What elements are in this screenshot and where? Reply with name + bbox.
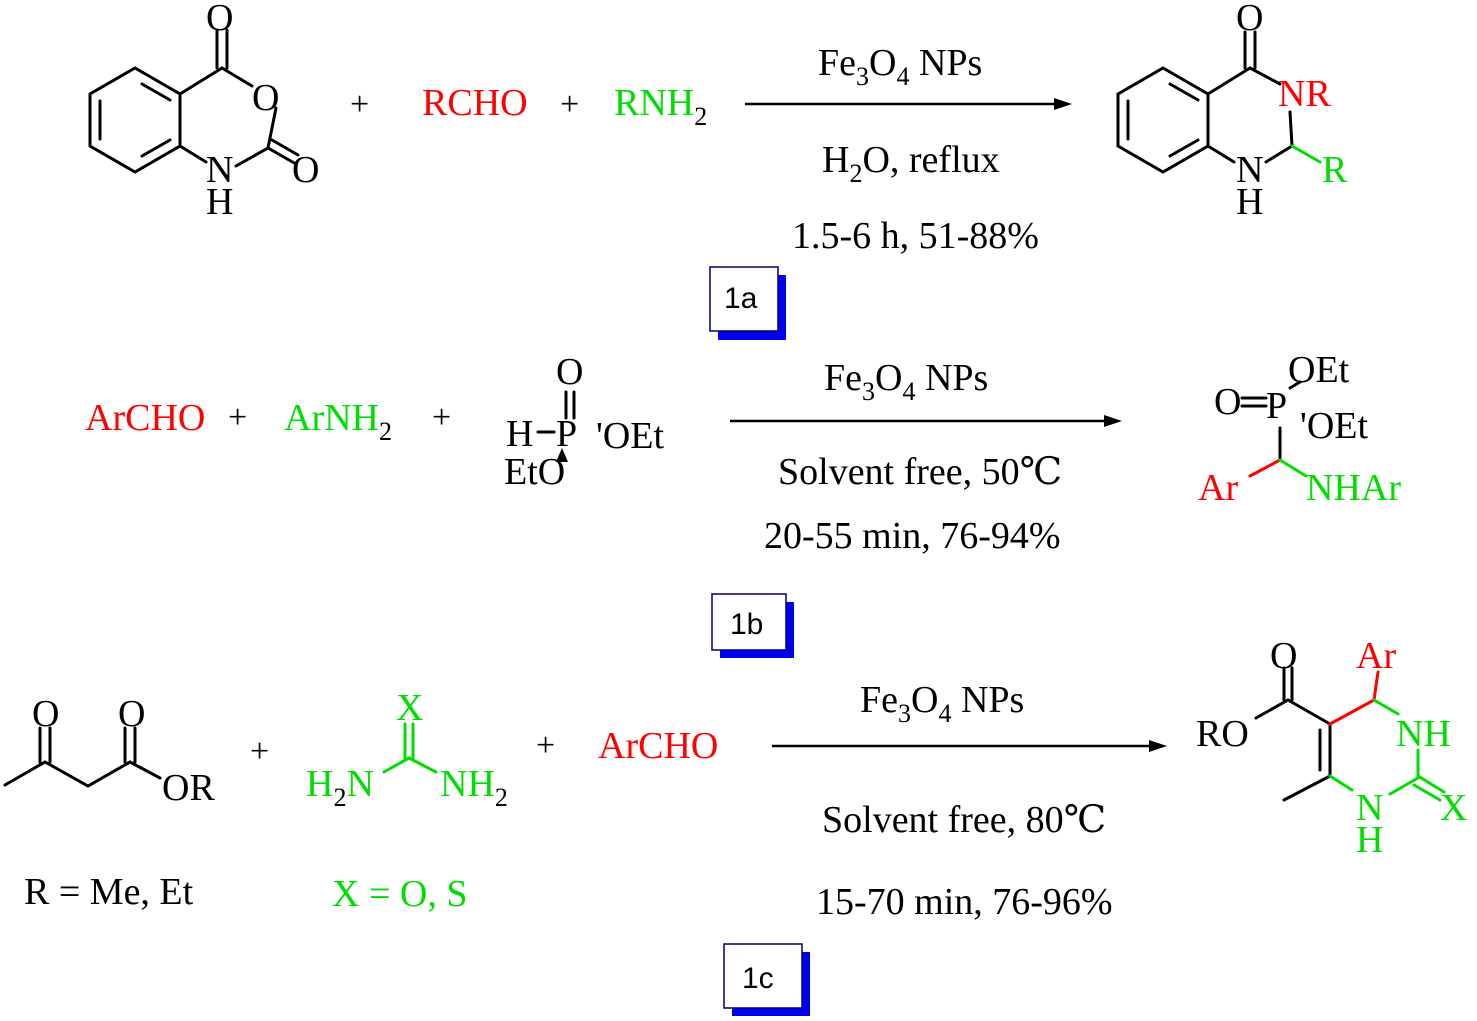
- time-yield-label: 20-55 min, 76-94%: [764, 515, 1061, 557]
- atom-o-2: O: [118, 693, 145, 735]
- label-1a-text: 1a: [724, 282, 758, 315]
- atom-o: O: [556, 351, 583, 393]
- quinazolinone-product: O NR R N H: [1116, 0, 1348, 223]
- plus-sign: +: [432, 399, 451, 436]
- atom-oet-1: OEt: [1288, 349, 1350, 391]
- atom-o-right: O: [292, 149, 319, 191]
- atom-h: H: [1356, 819, 1383, 861]
- atom-oet: 'OEt: [596, 415, 665, 457]
- atom-r: R: [1322, 149, 1348, 191]
- scheme-label-1c: 1c: [723, 943, 810, 1016]
- solvent-label: H2O, reflux: [822, 139, 1000, 188]
- time-yield-label: 1.5-6 h, 51-88%: [792, 215, 1039, 257]
- plus-sign: +: [560, 86, 579, 123]
- urea-structure: X H2N NH2: [306, 687, 508, 812]
- amine-rnh2: RNH2: [614, 82, 707, 131]
- atom-o: O: [1270, 635, 1297, 677]
- atom-o: O: [1214, 381, 1241, 423]
- atom-o-top: O: [1236, 0, 1263, 39]
- scheme-label-1a: 1a: [709, 266, 786, 340]
- beta-ketoester-structure: O O OR: [3, 693, 215, 809]
- plus-sign: +: [350, 86, 369, 123]
- plus-sign: +: [228, 399, 247, 436]
- arrow-head: [1054, 98, 1072, 110]
- label-1c-text: 1c: [742, 962, 774, 995]
- atom-x: X: [396, 687, 423, 729]
- atom-n: N: [1236, 149, 1263, 191]
- atom-eto: EtO: [504, 451, 565, 493]
- isatoic-anhydride-structure: O O O N H: [88, 0, 319, 223]
- plus-sign: +: [536, 727, 555, 764]
- atom-x: X: [1440, 787, 1467, 829]
- atom-h: H: [1236, 181, 1263, 223]
- label-1b-text: 1b: [730, 608, 763, 641]
- atom-nhar: NHAr: [1306, 467, 1401, 509]
- arrow-head: [1104, 415, 1122, 427]
- amine-arnh2: ArNH2: [284, 397, 392, 446]
- atom-nh: NH: [1396, 713, 1451, 755]
- atom-n: N: [206, 149, 233, 191]
- atom-o-ring: O: [252, 77, 279, 119]
- atom-h: H: [506, 413, 533, 455]
- atom-h2n: H2N: [306, 763, 374, 812]
- scheme-1c: O O OR R = Me, Et + X H2N NH2 X = O, S +…: [3, 635, 1467, 1016]
- atom-ar: Ar: [1356, 635, 1396, 677]
- catalyst-label: Fe3O4 NPs: [860, 679, 1024, 728]
- atom-p: P: [1266, 385, 1287, 427]
- atom-o-1: O: [32, 693, 59, 735]
- time-yield-label: 15-70 min, 76-96%: [816, 881, 1113, 923]
- atom-oet-2: 'OEt: [1300, 405, 1369, 447]
- condition-label: Solvent free, 80℃: [822, 799, 1106, 841]
- atom-or: OR: [162, 767, 215, 809]
- plus-sign: +: [250, 733, 269, 770]
- atom-o-top: O: [206, 0, 233, 39]
- alpha-aminophosphonate-product: O P OEt 'OEt Ar NHAr: [1198, 349, 1401, 509]
- atom-h: H: [206, 181, 233, 223]
- atom-p: P: [556, 413, 577, 455]
- diethyl-phosphite-structure: O P H 'OEt EtO: [504, 351, 665, 493]
- catalyst-label: Fe3O4 NPs: [818, 42, 982, 91]
- r-definition: R = Me, Et: [24, 871, 194, 913]
- scheme-label-1b: 1b: [711, 593, 794, 658]
- atom-nr: NR: [1278, 73, 1331, 115]
- scheme-1b: ArCHO + ArNH2 + O P H 'OEt EtO Fe3O4 NPs…: [85, 349, 1401, 658]
- arrow-head: [1149, 740, 1167, 752]
- atom-ro: RO: [1196, 713, 1249, 755]
- dihydropyrimidinone-product: O RO Ar NH N H X: [1196, 635, 1467, 861]
- aldehyde-archo: ArCHO: [85, 397, 205, 439]
- atom-ar: Ar: [1198, 467, 1238, 509]
- catalyst-label: Fe3O4 NPs: [824, 357, 988, 406]
- aldehyde-archo: ArCHO: [598, 725, 718, 767]
- atom-n: N: [1356, 787, 1383, 829]
- condition-label: Solvent free, 50℃: [778, 451, 1062, 493]
- atom-nh2: NH2: [440, 763, 508, 812]
- x-definition: X = O, S: [332, 873, 467, 915]
- aldehyde-rcho: RCHO: [422, 82, 528, 124]
- scheme-1a: O O O N H + RCHO + RNH2 Fe3O4 NPs H2O, r…: [88, 0, 1348, 340]
